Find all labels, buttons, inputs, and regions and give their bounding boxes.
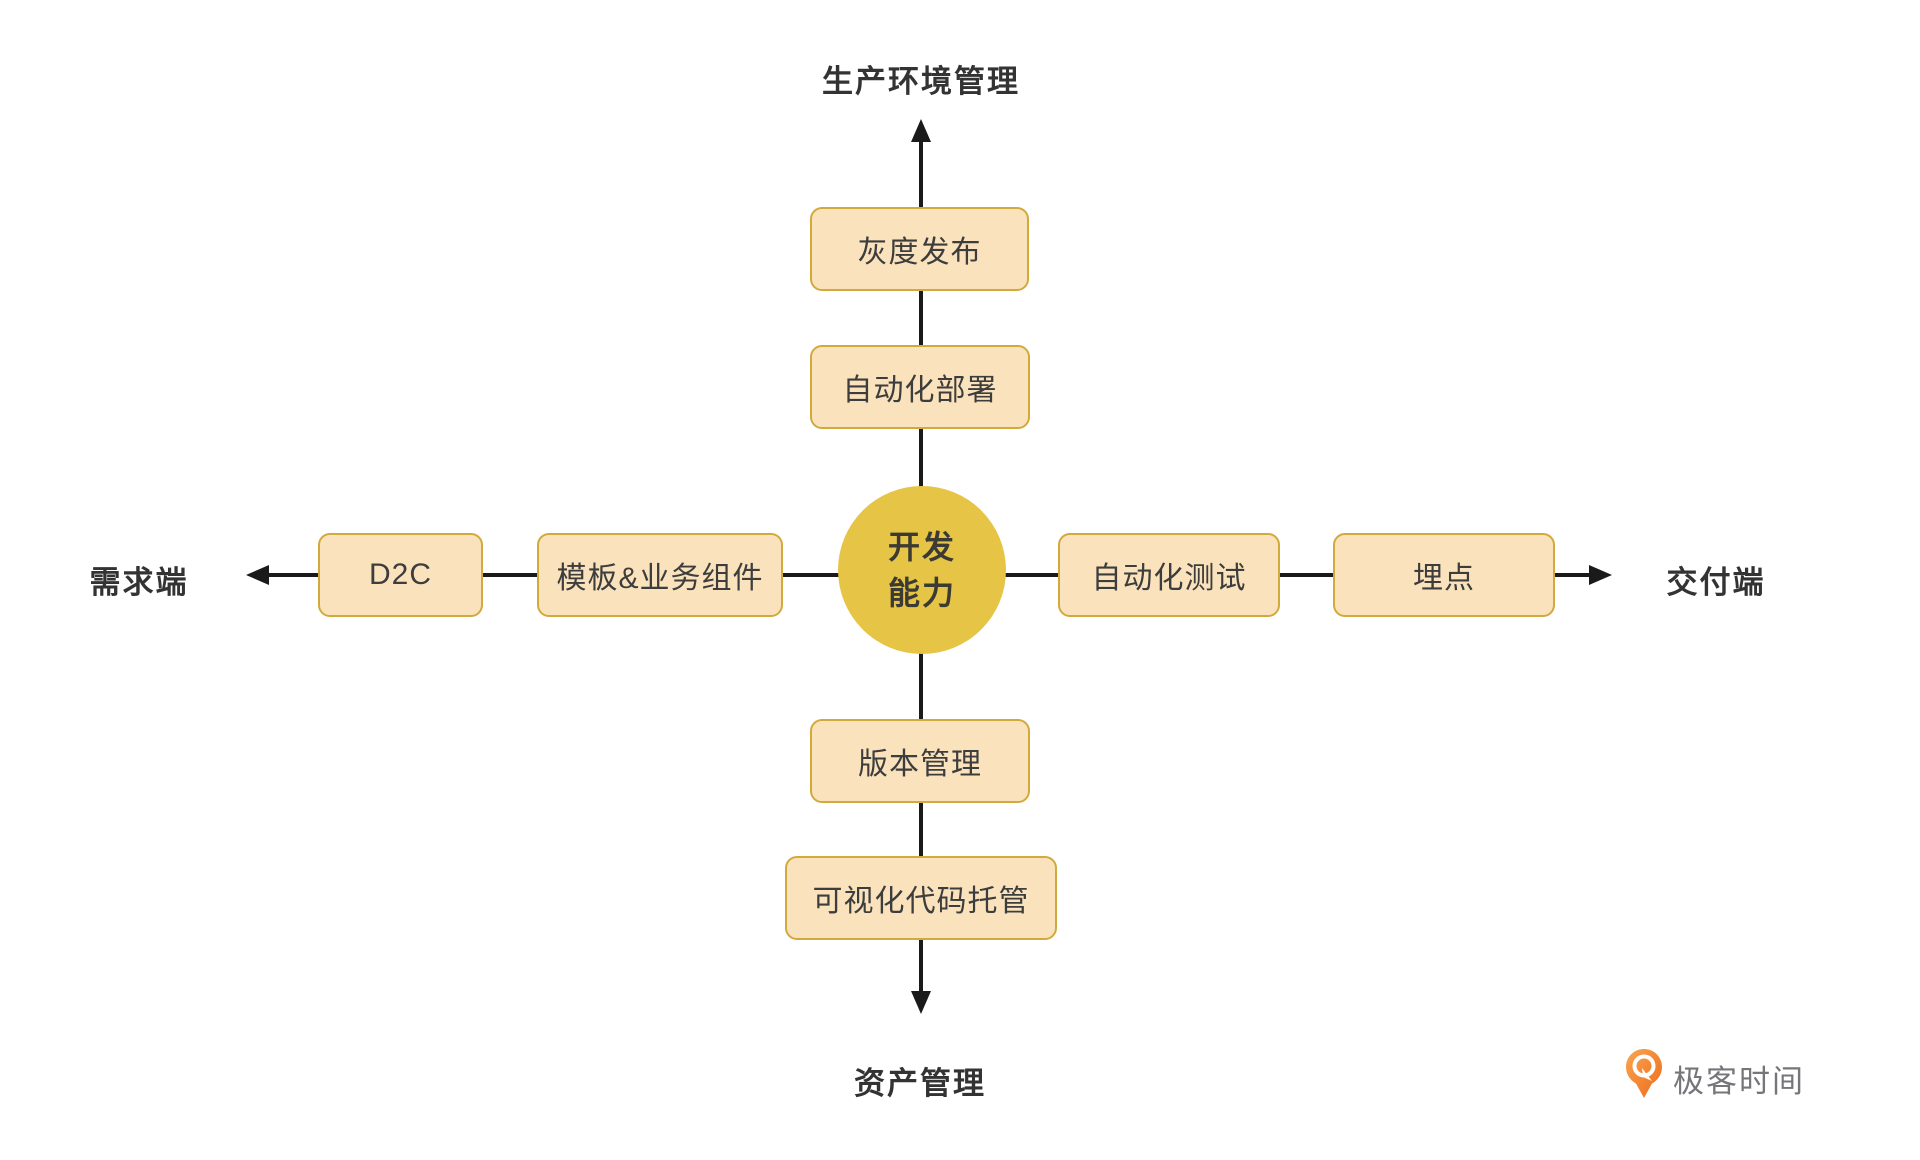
node-template-components: 模板&业务组件 <box>537 533 783 617</box>
node-visual-code-hosting: 可视化代码托管 <box>785 856 1057 940</box>
node-automated-deploy: 自动化部署 <box>810 345 1030 429</box>
geektime-logo: 极客时间 <box>1625 1048 1805 1105</box>
axis-label-asset-mgmt: 资产管理 <box>854 1066 986 1101</box>
node-automated-testing: 自动化测试 <box>1058 533 1280 617</box>
node-d2c: D2C <box>318 533 483 617</box>
arrow-right-icon <box>1589 565 1612 585</box>
node-version-mgmt: 版本管理 <box>810 719 1030 803</box>
axis-label-demand-side: 需求端 <box>89 565 189 600</box>
arrow-left-icon <box>246 565 269 585</box>
geektime-logo-text: 极客时间 <box>1673 1064 1805 1099</box>
arrow-down-icon <box>911 991 931 1014</box>
geektime-pin-icon <box>1625 1048 1663 1105</box>
center-node-line2: 能力 <box>887 575 956 611</box>
node-tracking: 埋点 <box>1333 533 1555 617</box>
axis-label-delivery-side: 交付端 <box>1666 565 1766 600</box>
center-node-line1: 开发 <box>887 529 956 565</box>
center-node-dev-capability: 开发 能力 <box>838 486 1006 654</box>
axis-label-production-env: 生产环境管理 <box>822 64 1020 99</box>
arrow-up-icon <box>911 119 931 142</box>
node-gray-release: 灰度发布 <box>810 207 1029 291</box>
